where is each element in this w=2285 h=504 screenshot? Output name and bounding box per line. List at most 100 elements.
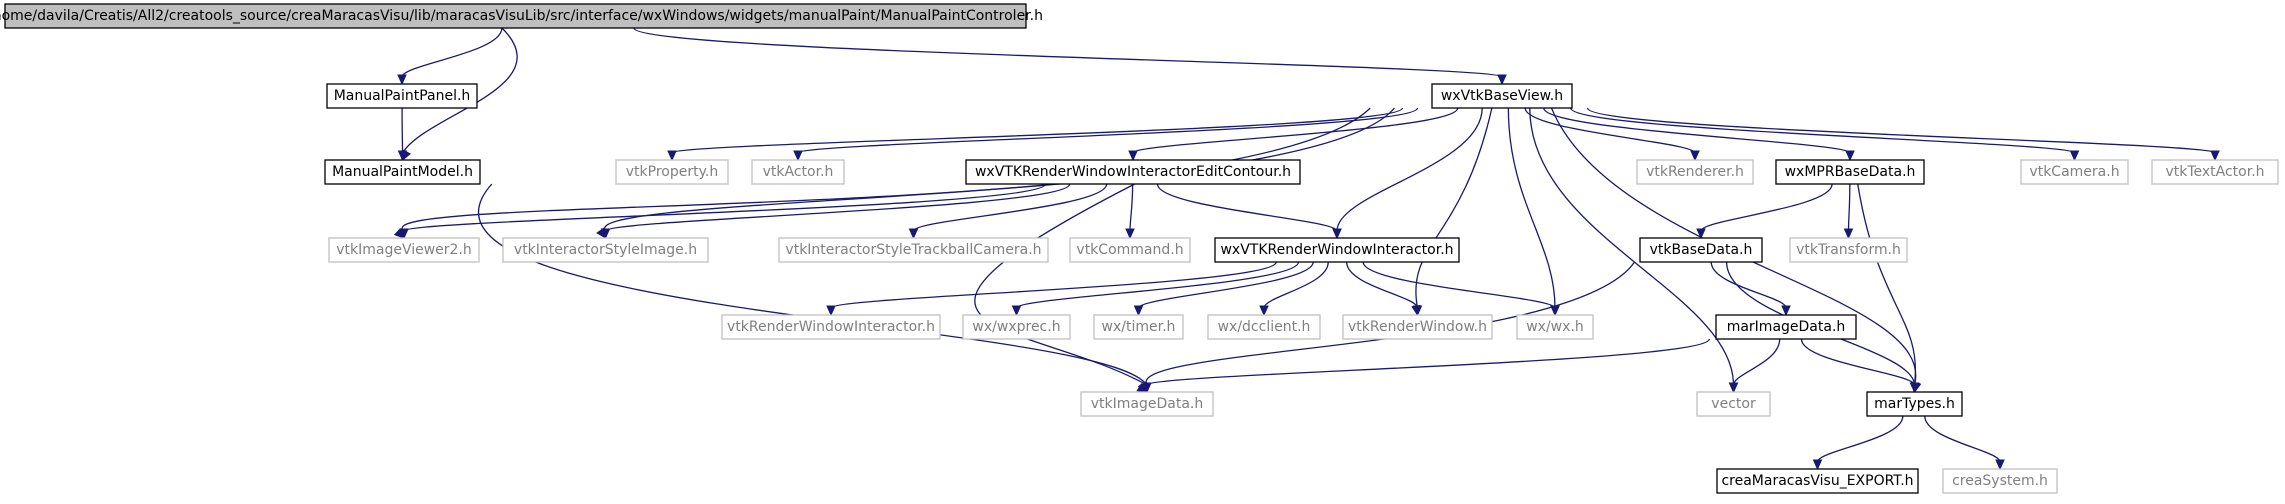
external-header-node: wx/dcclient.h — [1207, 314, 1321, 340]
include-edge — [1800, 338, 1920, 394]
node-label: creaMaracasVisu_EXPORT.h — [1721, 473, 1913, 489]
documented-header-node[interactable]: vtkBaseData.h — [1639, 237, 1763, 263]
include-edge — [1570, 107, 2080, 162]
include-edge-arrowhead — [1259, 305, 1269, 317]
include-edge-line — [1346, 261, 1419, 309]
node-label: wxVTKRenderWindowInteractor.h — [1220, 242, 1453, 258]
node-box — [1069, 237, 1191, 263]
node-label: vtkTransform.h — [1796, 242, 1901, 258]
include-edge-arrowhead — [1845, 150, 1855, 162]
include-edge-arrowhead — [1128, 150, 1138, 162]
node-box — [1696, 391, 1771, 417]
documented-header-node[interactable]: wxMPRBaseData.h — [1775, 159, 1925, 185]
external-header-node: vtkActor.h — [751, 159, 845, 185]
external-header-node: wx/timer.h — [1093, 314, 1184, 340]
include-edge — [633, 27, 1507, 86]
include-edge — [600, 183, 1071, 240]
node-label: vtkRenderWindow.h — [1348, 319, 1487, 335]
include-edge-line — [1800, 338, 1916, 386]
include-edge-line — [1263, 261, 1329, 309]
include-edge-arrowhead — [399, 228, 409, 240]
node-box — [1715, 314, 1857, 340]
include-edge-line — [604, 107, 1395, 232]
documented-header-node[interactable]: marTypes.h — [1866, 391, 1963, 417]
include-edge-line — [1146, 338, 1710, 386]
node-box — [502, 237, 709, 263]
node-label: vtkImageViewer2.h — [336, 242, 472, 258]
include-edge — [1125, 183, 1135, 240]
external-header-node: vtkInteractorStyleTrackballCamera.h — [778, 237, 1049, 263]
external-header-node: wx/wx.h — [1516, 314, 1594, 340]
documented-header-node[interactable]: wxVtkBaseView.h — [1431, 83, 1573, 109]
node-box — [965, 159, 1301, 185]
documented-header-node[interactable]: wxVTKRenderWindowInteractorEditContour.h — [965, 159, 1301, 185]
include-edge-line — [1924, 415, 2001, 463]
include-edge — [826, 261, 1277, 317]
include-edge-arrowhead — [2210, 150, 2220, 162]
include-edge-line — [1507, 107, 1556, 309]
include-edge-arrowhead — [397, 74, 407, 86]
node-box — [1789, 237, 1908, 263]
include-edge — [1156, 183, 1342, 240]
include-edge-line — [1570, 107, 2076, 154]
node-label: wx/timer.h — [1102, 319, 1176, 335]
node-box — [751, 159, 845, 185]
include-edge-line — [403, 183, 1047, 232]
include-edge-line — [1145, 261, 1636, 386]
include-edge-arrowhead — [1332, 228, 1342, 240]
include-edge — [1696, 183, 1833, 240]
node-label: vtkProperty.h — [626, 164, 718, 180]
documented-header-node[interactable]: wxVTKRenderWindowInteractor.h — [1214, 237, 1460, 263]
node-label: vtkTextActor.h — [2165, 164, 2264, 180]
documented-header-node[interactable]: ManualPaintPanel.h — [326, 83, 478, 109]
node-layer: /home/davila/Creatis/All2/creatools_sour… — [0, 3, 2279, 494]
include-edge-arrowhead — [793, 150, 803, 162]
include-edge — [1843, 183, 1854, 240]
node-label: vtkCamera.h — [2029, 164, 2119, 180]
documented-header-node[interactable]: creaMaracasVisu_EXPORT.h — [1716, 468, 1919, 494]
include-edge-arrowhead — [1995, 459, 2005, 471]
external-header-node: creaSystem.h — [1942, 468, 2058, 494]
node-label: vtkImageData.h — [1091, 396, 1203, 412]
include-edge-line — [604, 183, 1071, 232]
include-edge — [399, 183, 1047, 240]
root-file-node[interactable]: /home/davila/Creatis/All2/creatools_sour… — [0, 3, 1043, 29]
include-edge — [1857, 183, 1921, 394]
include-edge-line — [1857, 183, 1917, 386]
include-edge — [974, 183, 1149, 393]
node-label: vtkBaseData.h — [1650, 242, 1753, 258]
node-label: ManualPaintModel.h — [332, 164, 473, 180]
include-edge-line — [1543, 107, 1851, 154]
include-edge-line — [1816, 415, 1904, 463]
include-edge-arrowhead — [1909, 382, 1920, 394]
include-edge — [1728, 338, 1781, 394]
include-edge-arrowhead — [826, 305, 836, 317]
include-edge-arrowhead — [1843, 228, 1854, 240]
include-edge-line — [797, 107, 1419, 154]
node-box — [1342, 314, 1493, 340]
node-label: vtkActor.h — [763, 164, 834, 180]
include-edge — [793, 107, 1419, 162]
include-edge-line — [1524, 107, 1696, 154]
documented-header-node[interactable]: marImageData.h — [1715, 314, 1857, 340]
include-edge-arrowhead — [1412, 305, 1423, 317]
include-edge-line — [1732, 338, 1781, 386]
include-edge — [397, 107, 408, 162]
external-header-node: vtkRenderWindow.h — [1342, 314, 1493, 340]
node-box — [2020, 159, 2129, 185]
documented-header-node[interactable]: ManualPaintModel.h — [324, 159, 481, 185]
node-label: vtkRenderWindowInteractor.h — [727, 319, 935, 335]
node-box — [1866, 391, 1963, 417]
edge-layer — [393, 27, 2220, 471]
include-edge-line — [1415, 107, 1493, 309]
node-box — [1214, 237, 1460, 263]
include-edge-line — [1550, 107, 1917, 386]
include-edge — [1142, 338, 1710, 394]
node-label: wxVTKRenderWindowInteractorEditContour.h — [975, 164, 1291, 180]
include-edge — [908, 183, 1108, 240]
include-edge-arrowhead — [1142, 382, 1152, 394]
node-label: wxMPRBaseData.h — [1785, 164, 1916, 180]
node-label: wx/wx.h — [1526, 319, 1584, 335]
include-edge — [1259, 261, 1329, 317]
